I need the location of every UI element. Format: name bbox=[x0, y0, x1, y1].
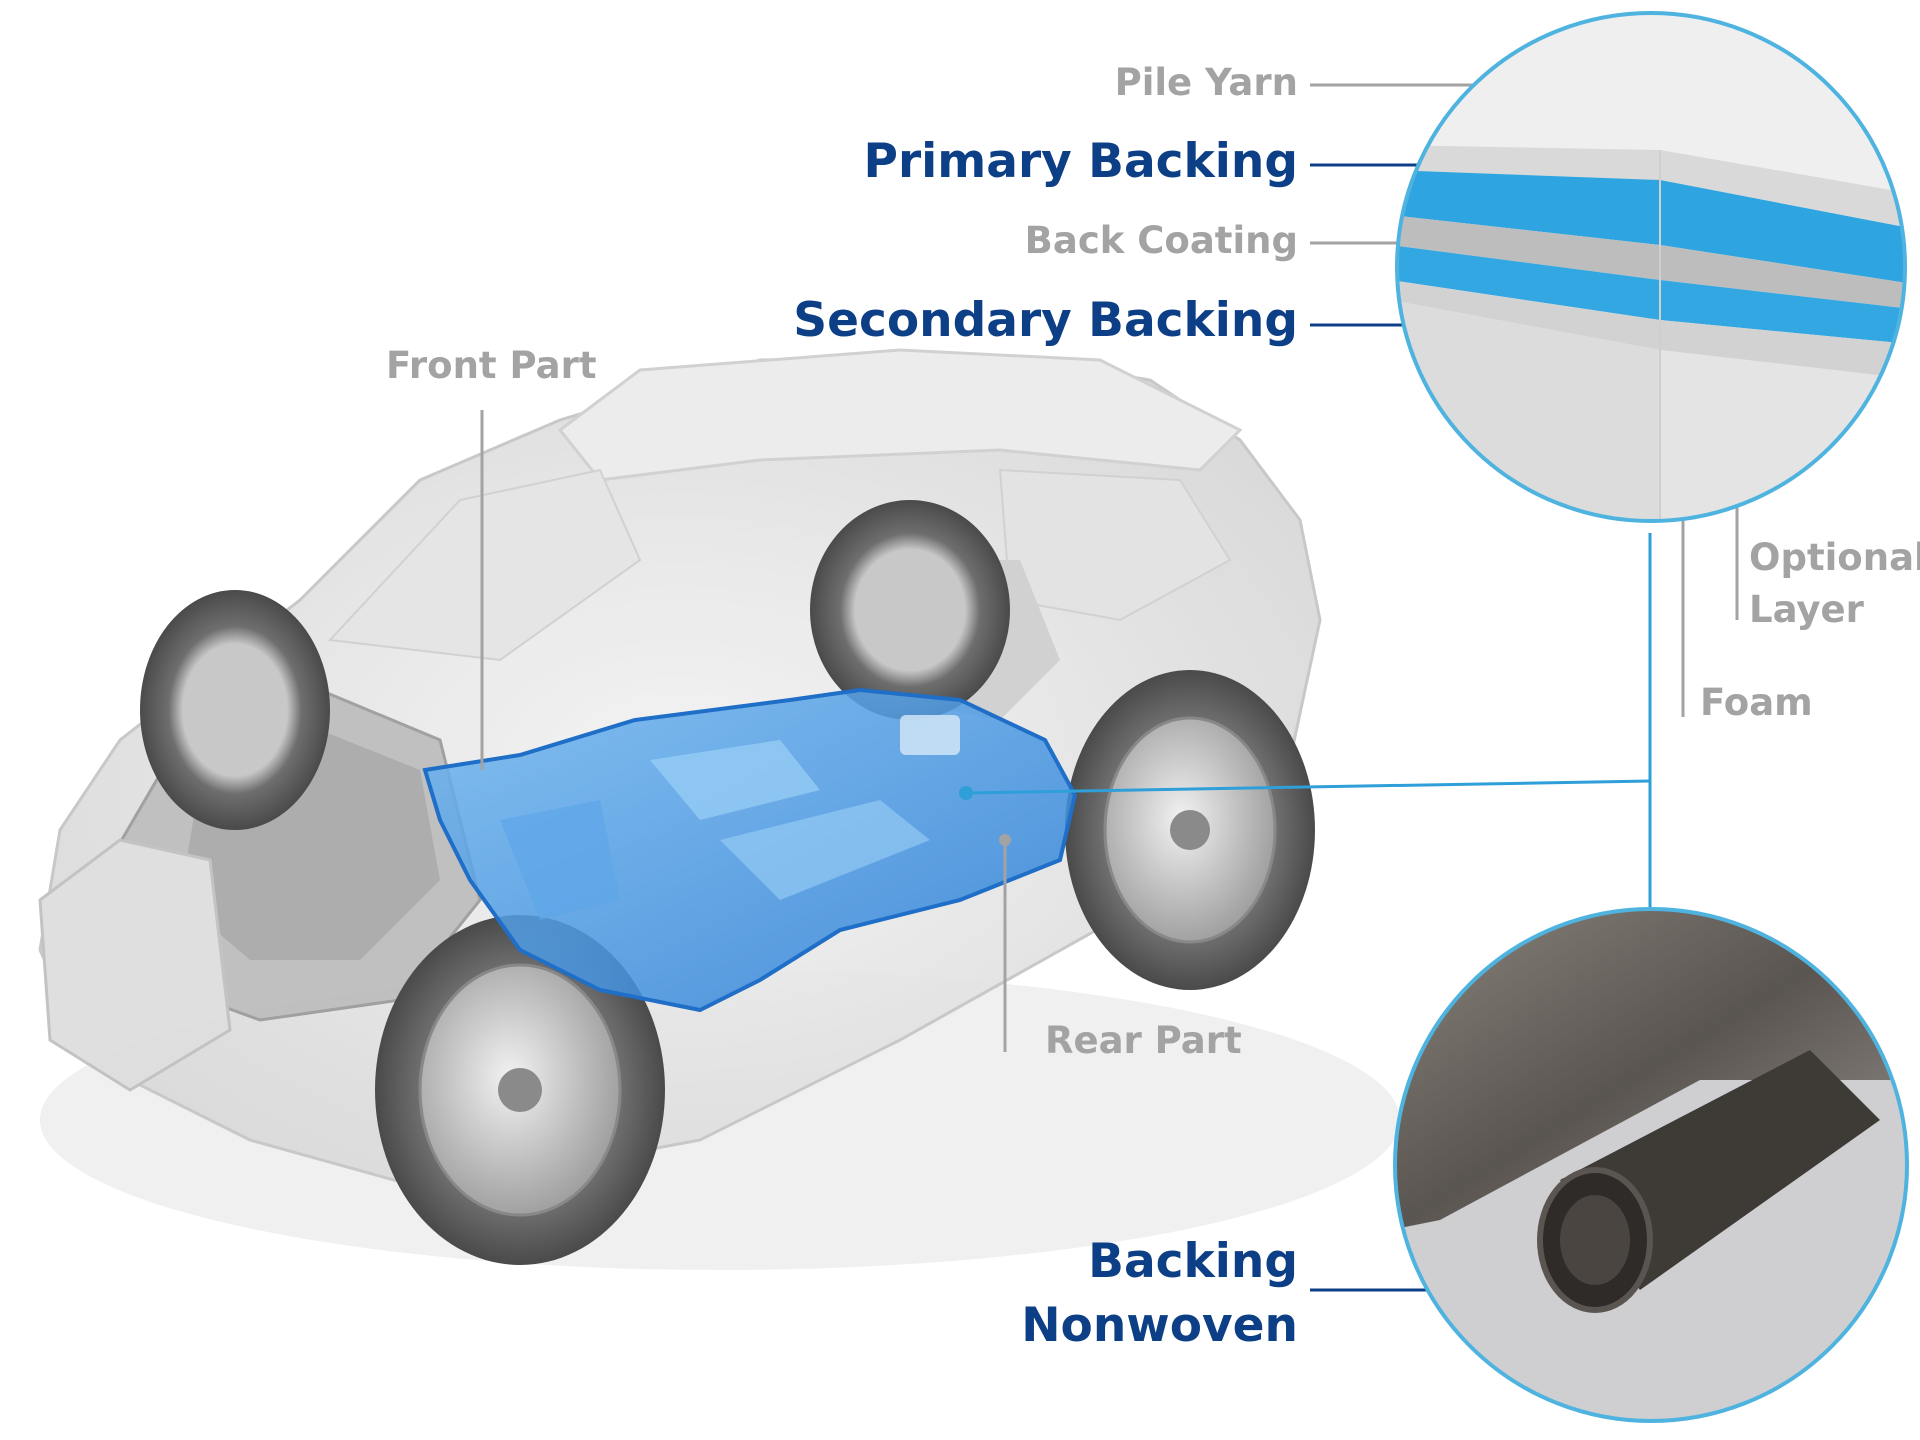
carpet-layers-magnifier bbox=[1395, 11, 1907, 523]
label-secondary-backing: Secondary Backing bbox=[793, 293, 1298, 348]
rear-left-wheel bbox=[810, 500, 1010, 720]
rear-right-wheel bbox=[1065, 670, 1315, 990]
front-left-wheel bbox=[140, 590, 330, 830]
label-back-coating: Back Coating bbox=[1024, 219, 1298, 262]
label-rear-part: Rear Part bbox=[1045, 1019, 1242, 1062]
car-floor-carpet bbox=[422, 687, 1078, 1013]
label-front-part: Front Part bbox=[386, 344, 597, 387]
label-optional-layer: Optional Layer bbox=[1749, 532, 1920, 636]
label-pile-yarn: Pile Yarn bbox=[1114, 61, 1298, 104]
front-right-wheel bbox=[375, 915, 665, 1265]
label-backing-nonwoven-line1: Backing bbox=[1088, 1234, 1298, 1289]
backing-nonwoven-magnifier bbox=[1393, 907, 1909, 1423]
label-backing-nonwoven-line2: Nonwoven bbox=[1021, 1298, 1298, 1353]
label-optional-layer-line2: Layer bbox=[1749, 588, 1864, 631]
label-backing-nonwoven: Backing Nonwoven bbox=[1021, 1230, 1298, 1358]
label-optional-layer-line1: Optional bbox=[1749, 536, 1920, 579]
label-foam: Foam bbox=[1700, 681, 1813, 724]
label-primary-backing: Primary Backing bbox=[863, 134, 1298, 189]
